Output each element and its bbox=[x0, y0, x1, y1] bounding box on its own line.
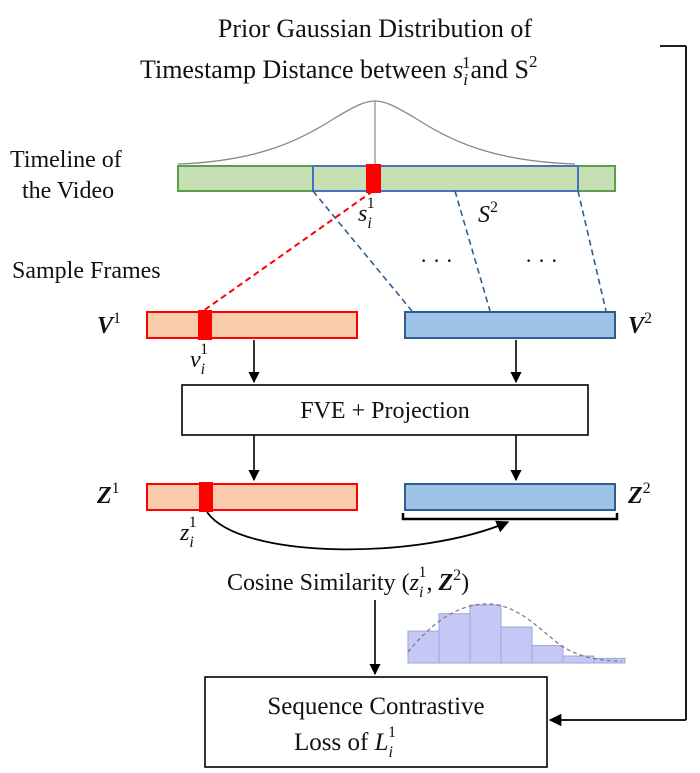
timeline-label-2: the Video bbox=[22, 178, 114, 204]
z-i-label: zi1 bbox=[179, 514, 197, 551]
histogram-fit-curve bbox=[407, 603, 623, 662]
video-timeline-bar bbox=[177, 165, 616, 192]
v-i-marker bbox=[198, 310, 212, 340]
histogram-bar bbox=[531, 645, 564, 664]
V1-label: V1 bbox=[97, 310, 121, 339]
sample-frames-label: Sample Frames bbox=[12, 258, 161, 284]
histogram-bar bbox=[469, 604, 502, 664]
Z2-bracket bbox=[401, 513, 619, 521]
blue-dashed-connector-3 bbox=[577, 190, 607, 312]
z-i-marker bbox=[199, 482, 213, 512]
V1-frames-bar bbox=[146, 311, 358, 339]
loss-box-line-1: Sequence Contrastive bbox=[267, 693, 484, 720]
fve-projection-label: FVE + Projection bbox=[300, 398, 470, 424]
red-dashed-connector bbox=[202, 190, 374, 312]
S2-segment-box bbox=[312, 165, 579, 192]
Z1-embedding-bar bbox=[146, 483, 358, 511]
ellipsis-1: · · · bbox=[420, 248, 453, 273]
Z2-label: Z2 bbox=[627, 480, 651, 509]
gaussian-curve bbox=[177, 100, 576, 165]
V2-label: V2 bbox=[628, 310, 652, 339]
histogram-bar bbox=[438, 613, 471, 664]
ellipsis-2: · · · bbox=[525, 248, 558, 273]
v-i-label: vi1 bbox=[190, 341, 208, 378]
Z1-label: Z1 bbox=[96, 480, 120, 509]
title-line-1: Prior Gaussian Distribution of bbox=[218, 14, 532, 43]
title-line-2: Timestamp Distance between si1and S2 bbox=[140, 52, 538, 89]
cosine-similarity-label: Cosine Similarity (zi1, Z2) bbox=[227, 564, 469, 601]
S2-label: S2 bbox=[478, 199, 498, 228]
V2-frames-bar bbox=[404, 311, 616, 339]
fve-projection-box bbox=[181, 384, 589, 436]
s-i-label: si1 bbox=[358, 195, 375, 232]
loss-box-line-2: Loss of Li1 bbox=[294, 724, 396, 761]
histogram-bar bbox=[500, 626, 533, 664]
blue-dashed-connector-2 bbox=[454, 190, 491, 312]
Z2-embedding-bar bbox=[404, 483, 616, 511]
histogram-bar bbox=[407, 630, 440, 664]
timeline-label-1: Timeline of bbox=[10, 147, 122, 173]
sequence-contrastive-loss-box bbox=[204, 676, 548, 768]
similarity-curved-arrow bbox=[206, 511, 510, 551]
similarity-histogram bbox=[407, 603, 626, 664]
s-i-marker bbox=[366, 164, 381, 193]
blue-dashed-connector-1 bbox=[312, 190, 413, 312]
